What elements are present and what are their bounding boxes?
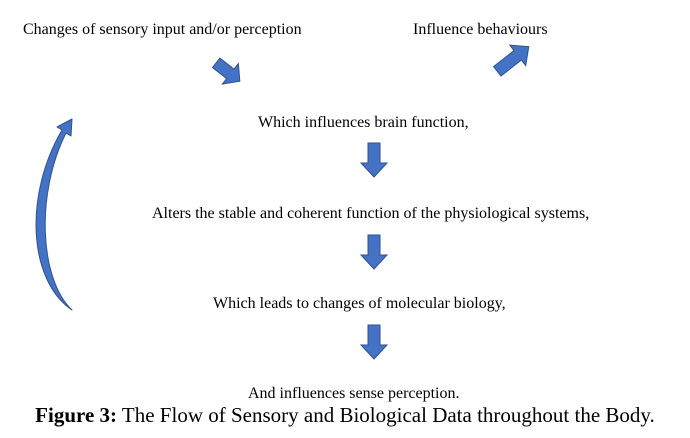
arrow-down-right <box>211 57 241 85</box>
node-brain-function: Which influences brain function, <box>258 114 469 131</box>
node-influence-behaviours: Influence behaviours <box>413 21 548 38</box>
arrow-down-3 <box>359 324 389 360</box>
caption-text: The Flow of Sensory and Biological Data … <box>117 403 655 427</box>
node-sense-perception: And influences sense perception. <box>248 385 460 402</box>
caption-label: Figure 3: <box>35 403 118 427</box>
node-physiological-systems: Alters the stable and coherent function … <box>152 205 590 222</box>
arrow-down-2 <box>359 234 389 270</box>
node-sensory-input: Changes of sensory input and/or percepti… <box>23 21 302 38</box>
node-molecular-biology: Which leads to changes of molecular biol… <box>213 295 506 312</box>
arrow-down-1 <box>359 142 389 178</box>
curved-feedback-arrow <box>35 118 73 311</box>
arrow-up-right <box>492 44 530 77</box>
figure-caption: Figure 3: The Flow of Sensory and Biolog… <box>0 402 690 428</box>
